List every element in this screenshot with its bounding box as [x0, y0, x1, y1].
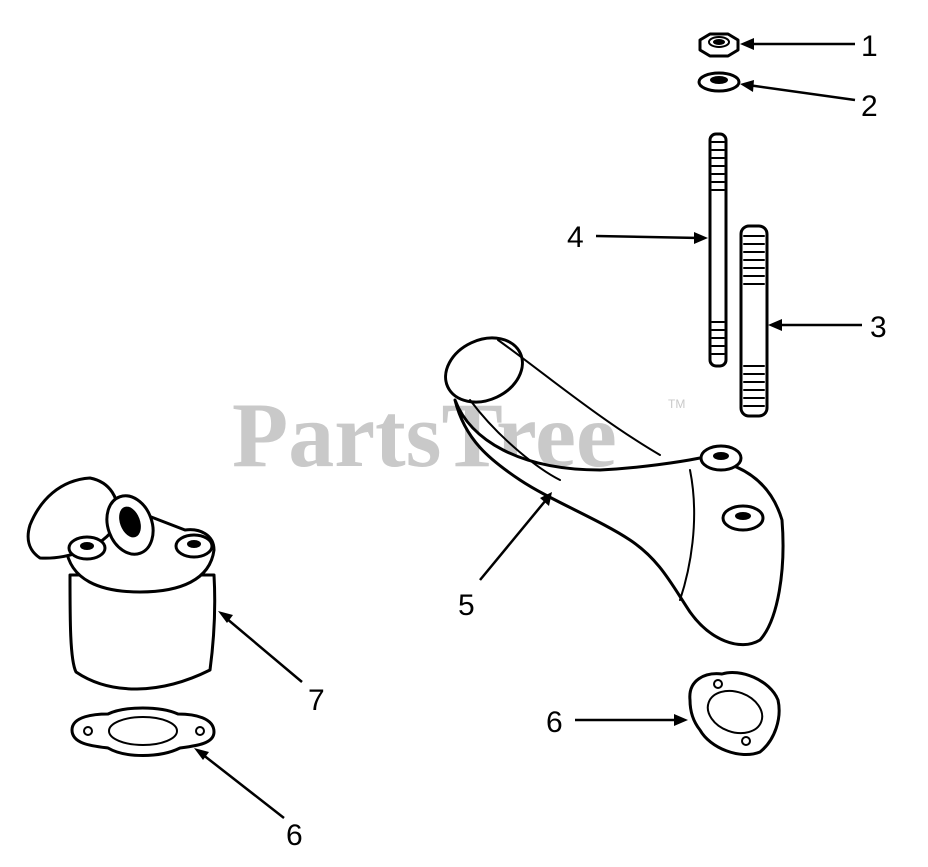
- callout-7: 7: [308, 684, 325, 717]
- gasket-right-part[interactable]: [688, 671, 781, 757]
- long-stud-part[interactable]: [708, 132, 728, 368]
- callout-4: 4: [567, 221, 584, 254]
- callout-2: 2: [861, 90, 878, 123]
- gasket-left-part[interactable]: [70, 706, 216, 757]
- callout-3: 3: [870, 311, 887, 344]
- leader-lines: [194, 38, 862, 819]
- hex-nut-part[interactable]: [698, 32, 740, 58]
- exhaust-elbow-part[interactable]: [435, 326, 785, 647]
- short-stud-part[interactable]: [739, 224, 769, 418]
- callout-1: 1: [861, 30, 878, 63]
- callout-6-right: 6: [546, 706, 563, 739]
- elbow-body-part[interactable]: [26, 476, 217, 691]
- watermark-trademark: TM: [668, 397, 685, 411]
- lock-washer-part[interactable]: [697, 71, 741, 93]
- callout-5: 5: [458, 589, 475, 622]
- callout-6-left: 6: [286, 819, 303, 852]
